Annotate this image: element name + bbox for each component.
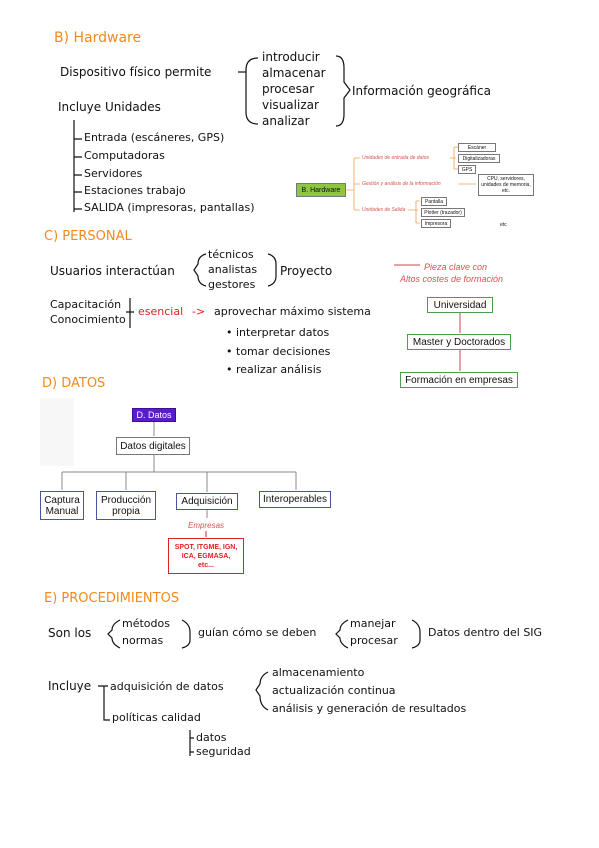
personal-key1: Pieza clave con bbox=[424, 262, 488, 272]
step-master: Master y Doctorados bbox=[407, 334, 511, 350]
brace-cap bbox=[126, 298, 134, 328]
hw-unit-4: Estaciones trabajo bbox=[84, 184, 186, 197]
hw-target: Información geográfica bbox=[352, 84, 491, 98]
datos-placeholder bbox=[40, 398, 74, 466]
proc-pol-1: datos bbox=[196, 731, 227, 744]
hw-diagram-root: B. Hardware bbox=[296, 183, 346, 197]
brace-pair1-r bbox=[181, 619, 191, 649]
hw-verb-5: analizar bbox=[262, 114, 310, 128]
hw-includes: Incluye Unidades bbox=[58, 100, 161, 114]
proc-pol-2: seguridad bbox=[196, 745, 251, 758]
hw-diag-item-cpu: CPU, servidores, unidades de memoria, et… bbox=[478, 174, 534, 196]
personal-cap1: Capacitación bbox=[50, 298, 122, 311]
brace-target bbox=[335, 55, 351, 127]
datos-type-3: Adquisición bbox=[176, 493, 238, 510]
personal-users: Usuarios interactúan bbox=[50, 264, 175, 278]
datos-companies: SPOT, ITGME, IGN, ICA, EGMASA, etc... bbox=[168, 538, 244, 574]
personal-project: Proyecto bbox=[280, 264, 333, 278]
personal-essential: esencial bbox=[138, 305, 184, 318]
step-universidad: Universidad bbox=[427, 297, 493, 313]
proc-pair2-2: procesar bbox=[350, 634, 398, 647]
personal-heading: C) PERSONAL bbox=[44, 229, 132, 244]
datos-digital: Datos digitales bbox=[116, 437, 190, 455]
brace-verbs bbox=[245, 57, 259, 125]
hw-verb-1: introducir bbox=[262, 50, 320, 64]
proc-step-3: análisis y generación de resultados bbox=[272, 702, 467, 715]
proc-guide: guían cómo se deben bbox=[198, 626, 317, 639]
datos-heading: D) DATOS bbox=[42, 376, 106, 391]
brace-pair2-r bbox=[411, 619, 421, 649]
hw-diag-item-digitalizadoras: Digitalizadoras bbox=[458, 154, 500, 163]
datos-link-tree bbox=[61, 455, 297, 492]
hw-unit-1: Entrada (escáneres, GPS) bbox=[84, 131, 225, 144]
proc-pair1-2: normas bbox=[122, 634, 164, 647]
role-2: analistas bbox=[208, 263, 258, 276]
bullet-text-2: tomar decisiones bbox=[236, 345, 331, 358]
hw-diag-branch1: Unidades de entrada de datos bbox=[362, 155, 429, 161]
datos-type-1: Captura Manual bbox=[40, 491, 84, 520]
hw-diag-links-3 bbox=[408, 200, 420, 224]
brace-roles-left bbox=[193, 253, 207, 287]
hw-unit-3: Servidores bbox=[84, 167, 143, 180]
hw-diag-links bbox=[346, 157, 360, 211]
proc-pair1-1: métodos bbox=[122, 617, 170, 630]
hw-diag-item-escaner: Escáner bbox=[458, 143, 496, 152]
hw-verb-4: visualizar bbox=[262, 98, 319, 112]
personal-benefit: aprovechar máximo sistema bbox=[214, 305, 371, 318]
pol-tree bbox=[189, 730, 194, 756]
hw-diag-item-plotter: Plotter (trazador) bbox=[421, 208, 465, 217]
personal-cap2: Conocimiento bbox=[50, 313, 126, 326]
proc-dest: Datos dentro del SIG bbox=[428, 626, 543, 639]
step-formacion: Formación en empresas bbox=[400, 372, 518, 388]
hw-diag-item-impresora: Impresora bbox=[421, 219, 451, 228]
personal-bullet-2: • tomar decisiones bbox=[226, 345, 331, 358]
brace-pair1 bbox=[107, 619, 121, 649]
datos-root: D. Datos bbox=[132, 408, 176, 422]
brace-roles-right bbox=[267, 253, 277, 287]
datos-type-4: Interoperables bbox=[259, 491, 331, 508]
hw-diag-links-1 bbox=[450, 146, 458, 170]
incluye-tree bbox=[98, 685, 110, 721]
hw-diag-item-gps: GPS bbox=[458, 165, 476, 174]
role-1: técnicos bbox=[208, 248, 254, 261]
personal-bullet-1: • interpretar datos bbox=[226, 326, 330, 339]
personal-bullet-3: • realizar análisis bbox=[226, 363, 322, 376]
bullet-text-3: realizar análisis bbox=[236, 363, 322, 376]
personal-key2: Altos costes de formación bbox=[400, 274, 504, 284]
proc-heading: E) PROCEDIMIENTOS bbox=[44, 591, 180, 606]
brace-steps bbox=[255, 671, 269, 711]
hw-verb-2: almacenar bbox=[262, 66, 326, 80]
bullet-text-1: interpretar datos bbox=[236, 326, 330, 339]
units-ticks bbox=[74, 138, 82, 210]
proc-politicas: políticas calidad bbox=[112, 711, 201, 724]
datos-empresas: Empresas bbox=[188, 521, 225, 530]
proc-adq: adquisición de datos bbox=[110, 680, 224, 693]
proc-pair2-1: manejar bbox=[350, 617, 396, 630]
hw-diag-branch2: Gestión y análisis de la información bbox=[362, 181, 441, 187]
hw-diag-branch3: Unidades de Salida bbox=[362, 207, 406, 213]
hw-verb-3: procesar bbox=[262, 82, 315, 96]
proc-step-2: actualización continua bbox=[272, 684, 396, 697]
hardware-heading: B) Hardware bbox=[54, 30, 142, 46]
personal-arrow: -> bbox=[192, 305, 206, 318]
datos-type-2: Producción propia bbox=[96, 491, 156, 520]
proc-step-1: almacenamiento bbox=[272, 666, 365, 679]
proc-incluye: Incluye bbox=[48, 679, 92, 693]
hardware-line1: Dispositivo físico permite bbox=[60, 65, 212, 79]
hw-diag-item-pantalla: Pantalla bbox=[421, 197, 447, 206]
role-3: gestores bbox=[208, 278, 256, 291]
proc-son: Son los bbox=[48, 626, 92, 640]
hw-unit-5: SALIDA (impresoras, pantallas) bbox=[84, 201, 255, 214]
brace-pair2 bbox=[335, 619, 349, 649]
hw-diag-etc: etc bbox=[500, 222, 507, 228]
hw-unit-2: Computadoras bbox=[84, 149, 165, 162]
